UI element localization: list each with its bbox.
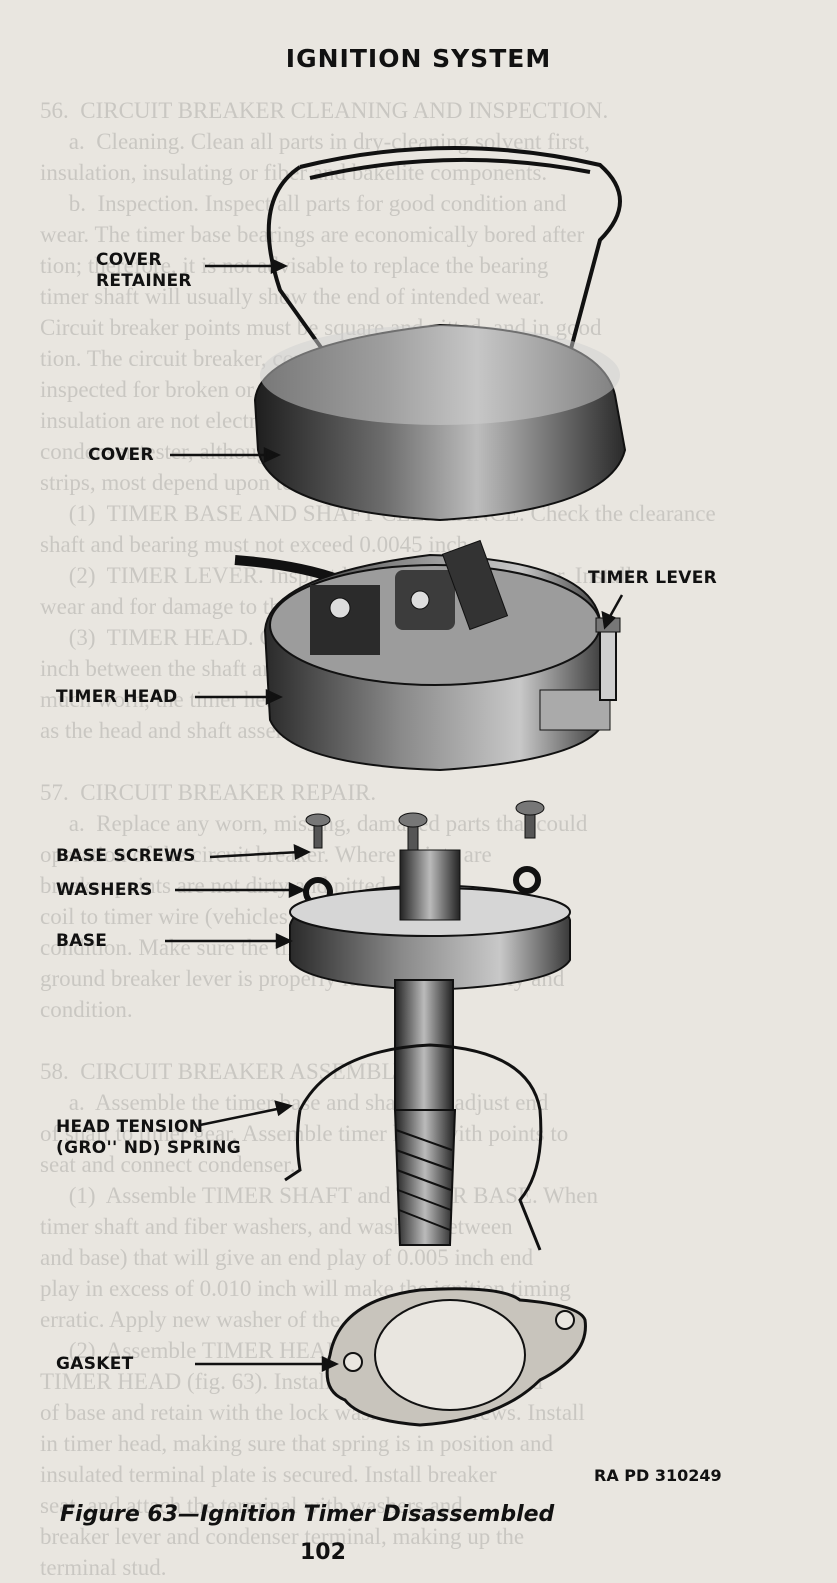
label-gasket: GASKET: [56, 1354, 134, 1374]
base-screws-part: [305, 800, 545, 853]
base-part: [289, 849, 571, 992]
label-head-tension-spring: HEAD TENSION (GRO'' ND) SPRING: [56, 1117, 241, 1159]
leader-arrows: [165, 258, 624, 1372]
timer-lever-part: [595, 617, 621, 701]
page-header: IGNITION SYSTEM: [285, 44, 552, 73]
head-tension-spring-part: [284, 1043, 543, 1251]
label-base: BASE: [56, 931, 108, 951]
label-head-tension-line2: (GRO'' ND) SPRING: [56, 1138, 242, 1158]
label-timer-head: TIMER HEAD: [56, 687, 178, 707]
timer-shaft-part: [393, 979, 457, 1246]
label-base-screws: BASE SCREWS: [56, 846, 196, 866]
label-cover-retainer-line2: RETAINER: [96, 271, 192, 291]
timer-head-part: [263, 539, 611, 772]
cover-part: [253, 323, 627, 522]
label-cover-retainer-line1: COVER: [96, 250, 162, 270]
label-head-tension-line1: HEAD TENSION: [56, 1117, 204, 1137]
label-timer-lever: TIMER LEVER: [588, 568, 718, 588]
page-number: 102: [300, 1540, 346, 1565]
label-cover-retainer: COVER RETAINER: [96, 250, 192, 292]
figure-caption: Figure 63—Ignition Timer Disassembled: [60, 1502, 555, 1527]
gasket-part: [325, 1287, 587, 1427]
figure-reference-number: RA PD 310249: [594, 1466, 722, 1485]
label-washers: WASHERS: [56, 880, 153, 900]
cover-retainer-part: [266, 146, 622, 391]
label-cover: COVER: [88, 445, 154, 465]
